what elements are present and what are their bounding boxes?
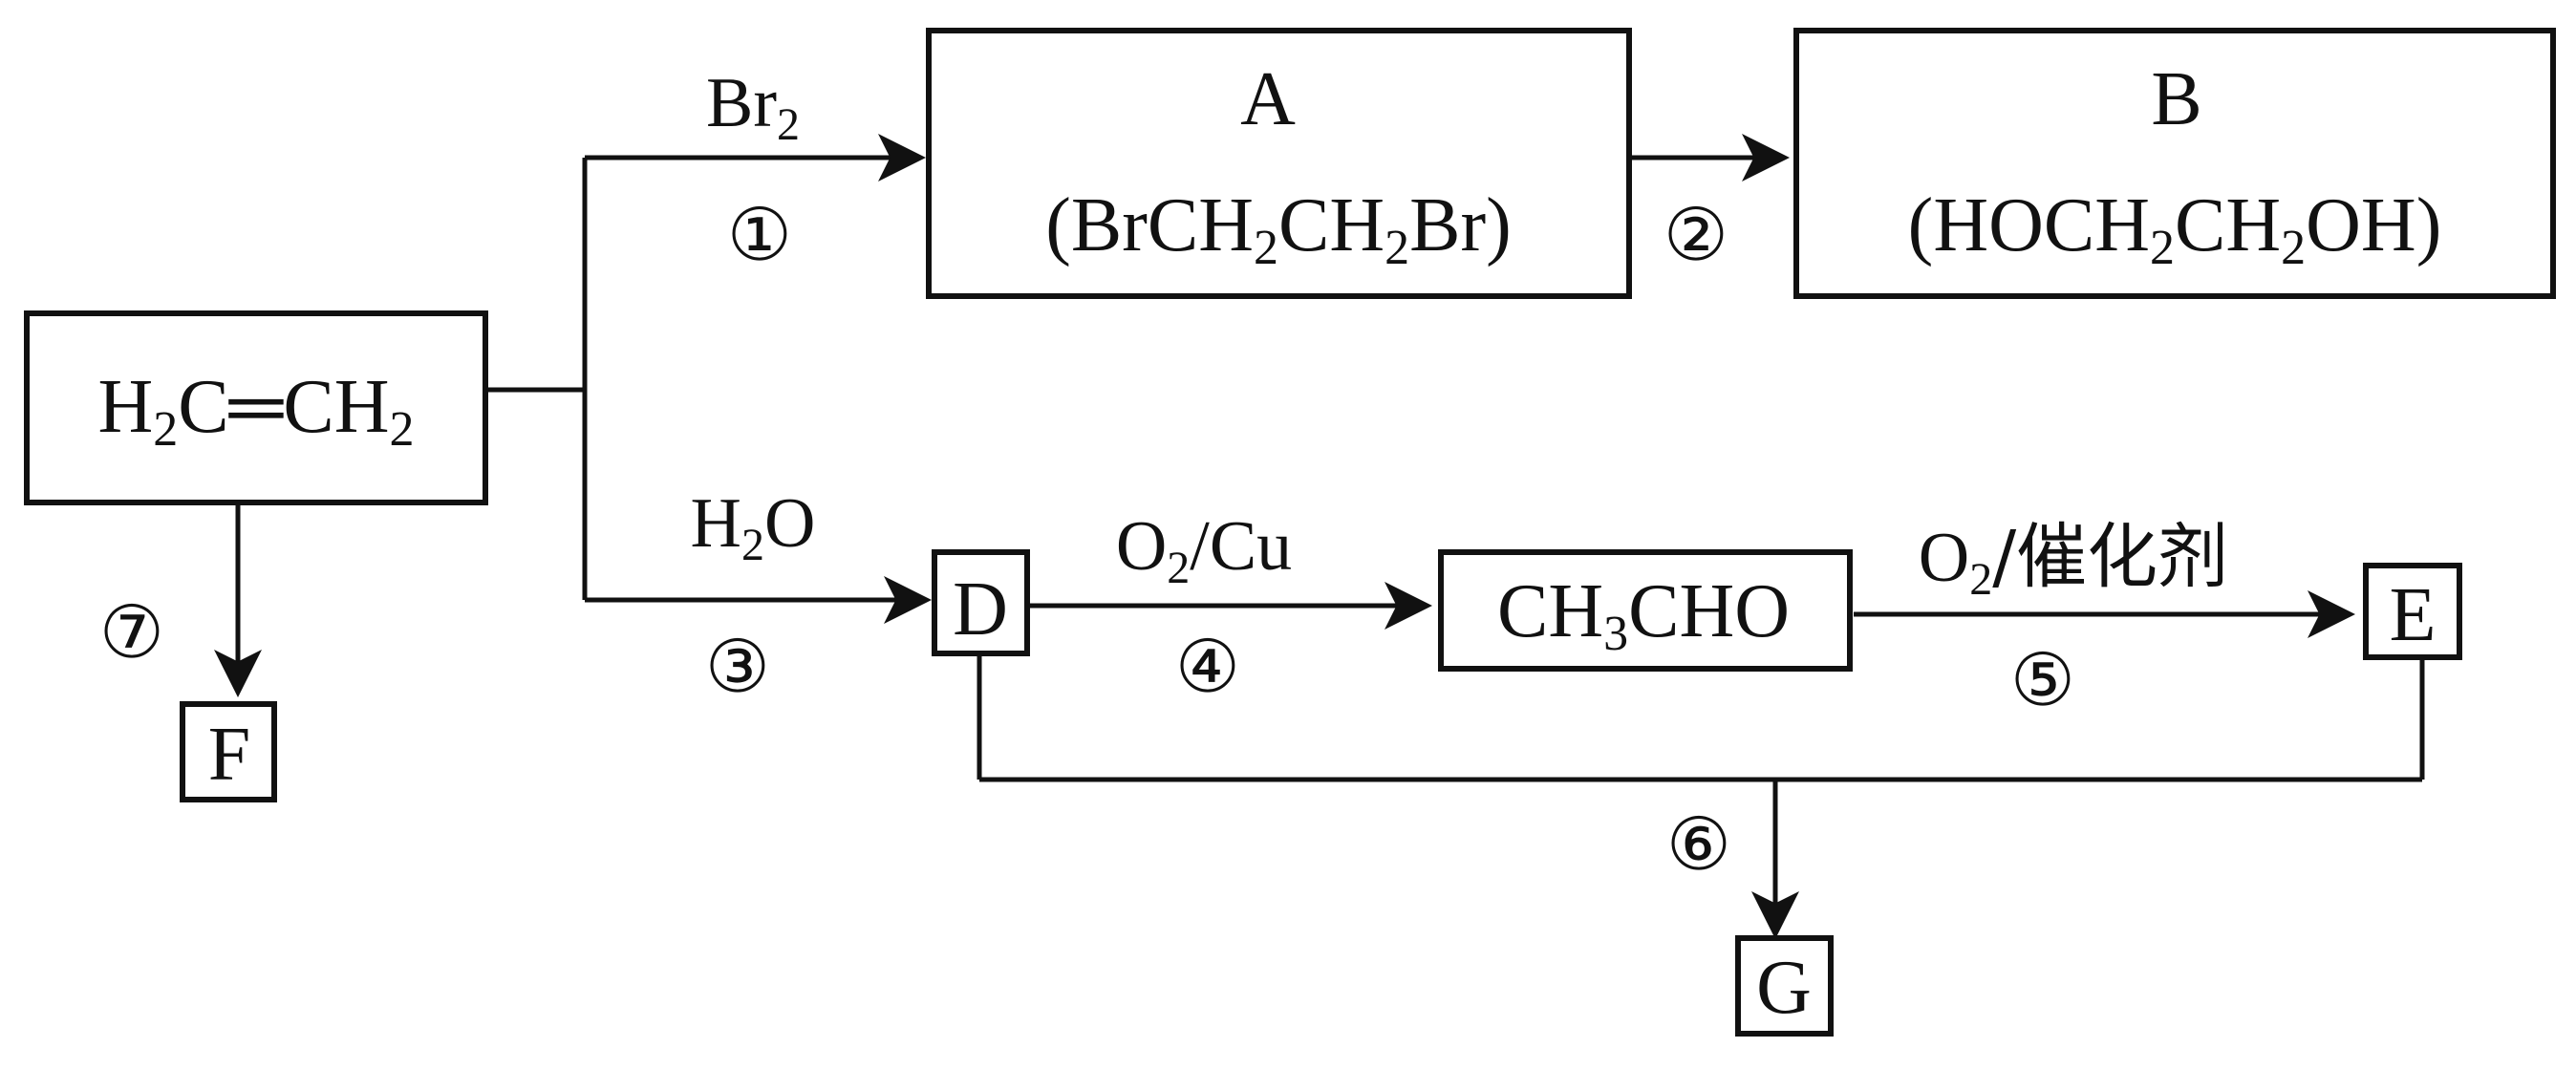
ethylene-formula: H2C═CH2: [98, 365, 415, 457]
box-e: [2363, 563, 2462, 660]
step-4-label: ④: [1175, 624, 1240, 709]
box-b-formula: (HOCH2CH2OH): [1908, 183, 2442, 275]
box-a: [926, 28, 1632, 299]
step-7-label: ⑦: [99, 589, 164, 674]
box-f: [180, 701, 277, 802]
step-5-label: ⑤: [2010, 637, 2075, 722]
box-a-letter: A: [1240, 57, 1296, 141]
step-2-label: ②: [1664, 192, 1728, 277]
reagent-br2: Br2: [706, 64, 800, 150]
ethylene-box: [24, 310, 488, 505]
box-b: [1793, 28, 2556, 299]
box-b-letter: B: [2151, 57, 2201, 141]
box-ch3cho-formula: CH3CHO: [1497, 569, 1790, 661]
box-f-letter: F: [208, 713, 251, 797]
connectors: [214, 134, 2425, 939]
box-a-formula: (BrCH2CH2Br): [1045, 183, 1512, 275]
box-d-letter: D: [953, 567, 1008, 652]
step-1-label: ①: [727, 192, 792, 277]
box-ch3cho: [1438, 549, 1853, 672]
reagent-h2o: H2O: [691, 484, 816, 570]
reagent-o2-cu: O2/Cu: [1116, 507, 1292, 593]
box-d: [932, 549, 1030, 656]
step-3-label: ③: [705, 624, 770, 709]
box-e-letter: E: [2390, 573, 2436, 657]
step-6-label: ⑥: [1666, 802, 1731, 887]
reagent-o2-catalyst: O2/催化剂: [1919, 516, 2228, 605]
box-g-letter: G: [1756, 946, 1812, 1030]
box-g: [1735, 935, 1834, 1037]
